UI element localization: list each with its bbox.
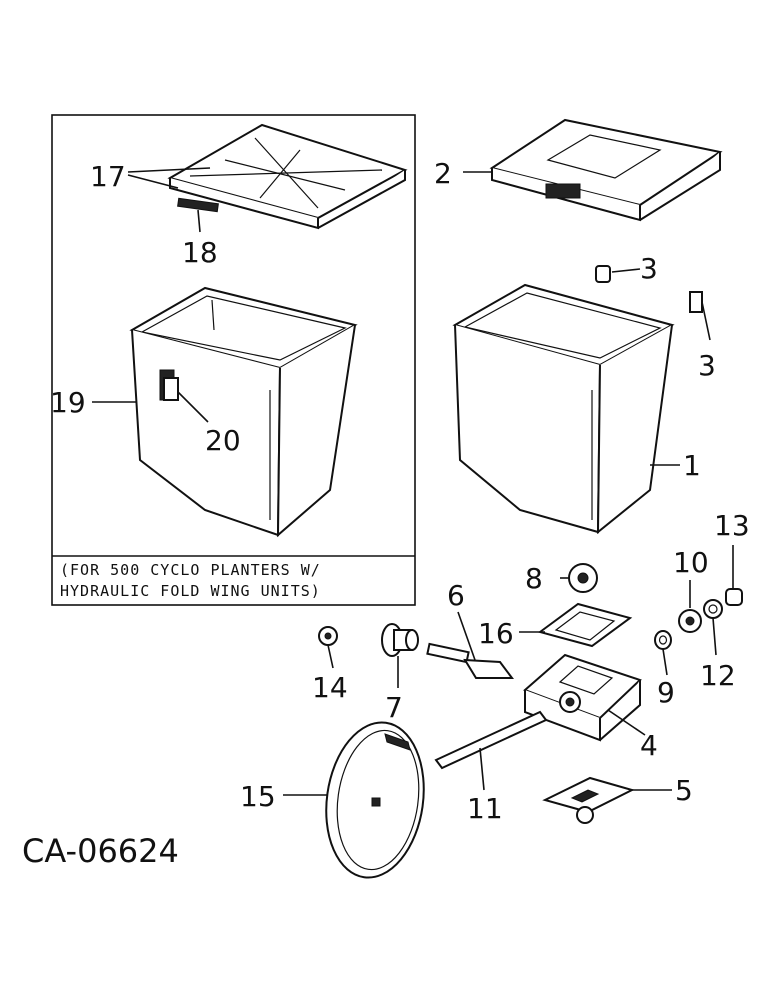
- cap: [725, 588, 743, 606]
- callout-19: 19: [50, 386, 86, 419]
- callout-4: 4: [640, 729, 658, 762]
- callout-3-side: 3: [698, 349, 716, 382]
- callout-7: 7: [385, 691, 403, 724]
- callout-9: 9: [657, 676, 675, 709]
- drive-shaft: [434, 710, 548, 770]
- inset-hopper-lid: [167, 123, 408, 230]
- callout-11: 11: [467, 792, 503, 825]
- inset-note-line-2: HYDRAULIC FOLD WING UNITS): [60, 582, 321, 600]
- gasket: [537, 602, 633, 648]
- callout-10: 10: [673, 546, 709, 579]
- lid-clip-top: [595, 265, 611, 283]
- nut: [678, 609, 702, 633]
- cover-plate: [542, 776, 635, 824]
- callout-13: 13: [714, 509, 750, 542]
- callout-16: 16: [478, 617, 514, 650]
- callout-12: 12: [700, 659, 736, 692]
- callout-6: 6: [447, 579, 465, 612]
- hopper-box: [452, 283, 675, 535]
- inset-frame: [51, 114, 416, 606]
- inset-hopper-box: [129, 286, 358, 538]
- seed-plate: [325, 721, 425, 879]
- inset-latch-strip: [177, 197, 219, 213]
- callout-2: 2: [434, 157, 452, 190]
- ring: [654, 630, 672, 650]
- inset-note-line-1: (FOR 500 CYCLO PLANTERS W/: [60, 561, 321, 579]
- callout-20: 20: [205, 424, 241, 457]
- callout-5: 5: [675, 774, 693, 807]
- leader-lines: [92, 167, 734, 796]
- callout-8: 8: [525, 562, 543, 595]
- callout-18: 18: [182, 236, 218, 269]
- washer: [703, 599, 723, 619]
- bushing: [381, 623, 419, 657]
- brush: [426, 642, 514, 679]
- inset-hopper-latch: [159, 369, 179, 401]
- lid-clip-side: [689, 291, 703, 313]
- meter-housing: [523, 653, 642, 742]
- hopper-lid: [489, 118, 723, 222]
- callout-15: 15: [240, 780, 276, 813]
- washer-small: [318, 626, 338, 646]
- callout-17: 17: [90, 160, 126, 193]
- seed-rotor: [568, 563, 598, 593]
- callout-1: 1: [683, 449, 701, 482]
- diagram-code: CA-06624: [22, 832, 179, 870]
- callout-14: 14: [312, 671, 348, 704]
- callout-3-top: 3: [640, 252, 658, 285]
